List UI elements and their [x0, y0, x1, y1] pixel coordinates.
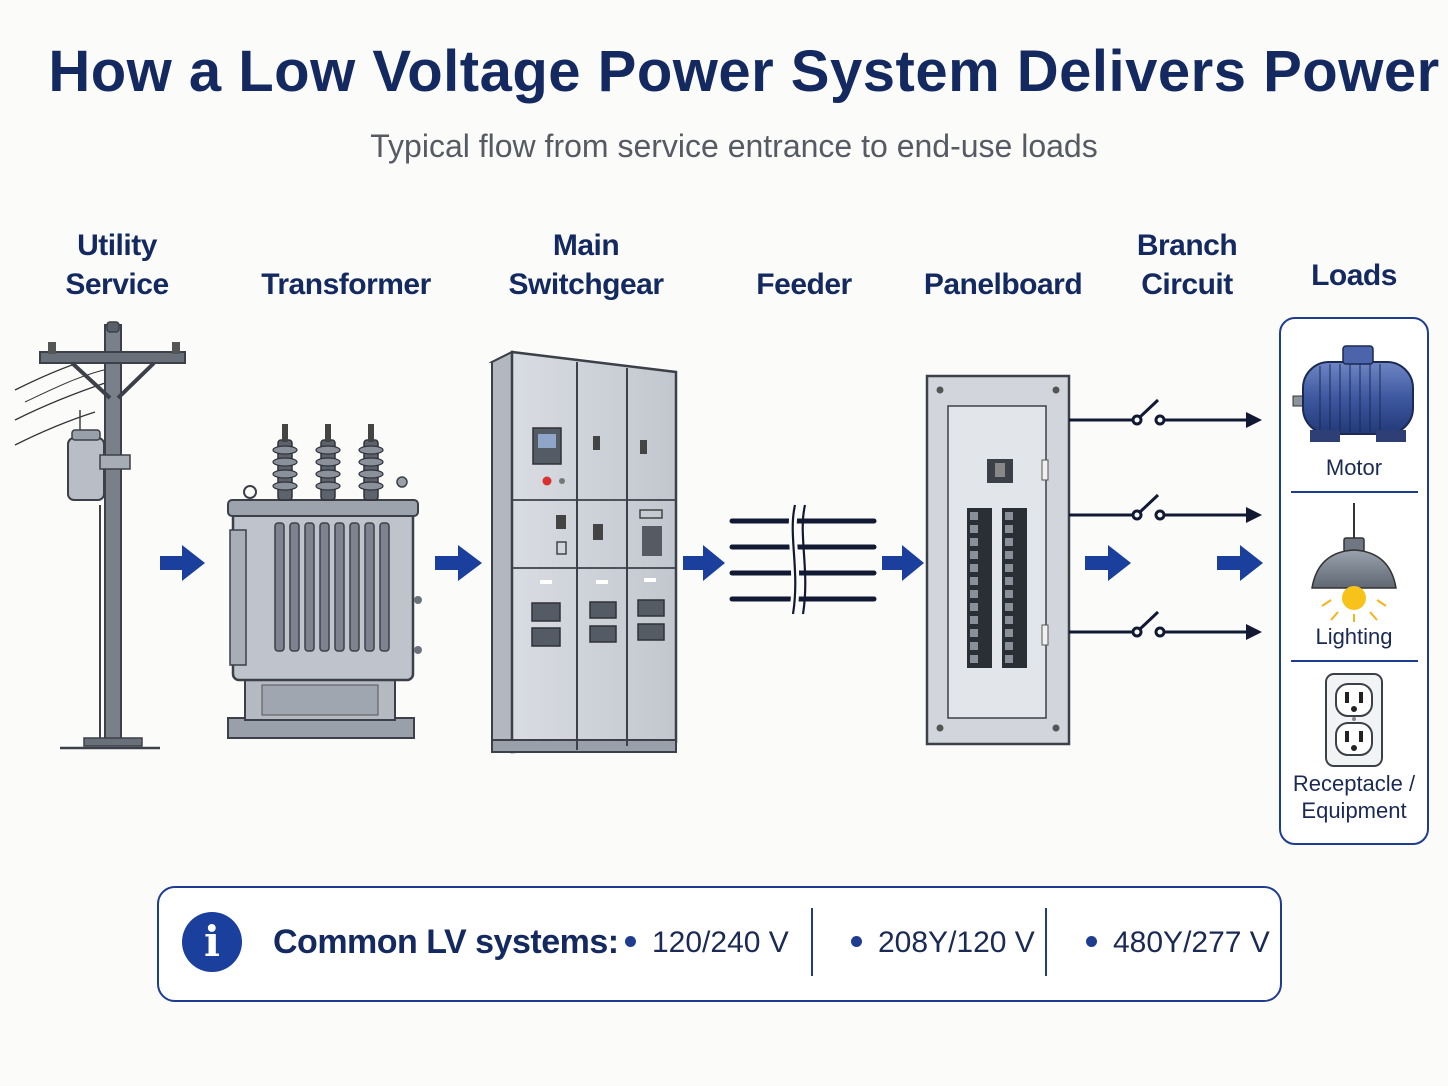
page-subtitle: Typical flow from service entrance to en…	[370, 128, 1098, 164]
receptacle-icon	[1325, 673, 1383, 767]
page-title: How a Low Voltage Power System Delivers …	[48, 39, 1440, 104]
bullet-icon	[1086, 935, 1097, 947]
stage-label-feeder: Feeder	[756, 268, 852, 301]
info-icon: i	[182, 912, 242, 972]
info-separator	[1045, 908, 1047, 976]
panelboard-icon	[925, 374, 1071, 746]
bullet-icon	[625, 935, 636, 947]
system-item-120-240: 120/240 V	[625, 926, 789, 960]
lamp-icon	[1311, 503, 1397, 622]
stage-label-transformer: Transformer	[261, 268, 431, 301]
load-label-motor: Motor	[1325, 455, 1383, 480]
stage-label-panelboard: Panelboard	[923, 268, 1083, 301]
stage-label-loads: Loads	[1311, 259, 1397, 292]
branch-arrowheads	[1246, 412, 1262, 640]
load-label-receptacle: Receptacle / Equipment	[1292, 771, 1416, 823]
system-item-480y-277: 480Y/277 V	[1086, 926, 1270, 960]
bullet-icon	[851, 935, 862, 947]
motor-icon	[1292, 345, 1414, 442]
info-title: Common LV systems:	[273, 923, 619, 961]
flow-arrow-icons	[160, 545, 1263, 581]
feeder-break-marks	[788, 504, 807, 615]
load-label-lighting: Lighting	[1315, 624, 1393, 649]
loads-divider	[1291, 491, 1418, 493]
system-item-208y-120: 208Y/120 V	[851, 926, 1035, 960]
utility-pole-icon	[14, 321, 186, 750]
switchgear-icon	[488, 350, 678, 754]
transformer-icon	[227, 424, 422, 739]
info-separator	[811, 908, 813, 976]
loads-divider	[1291, 660, 1418, 662]
branch-circuit-switch-icon	[1069, 398, 1248, 638]
